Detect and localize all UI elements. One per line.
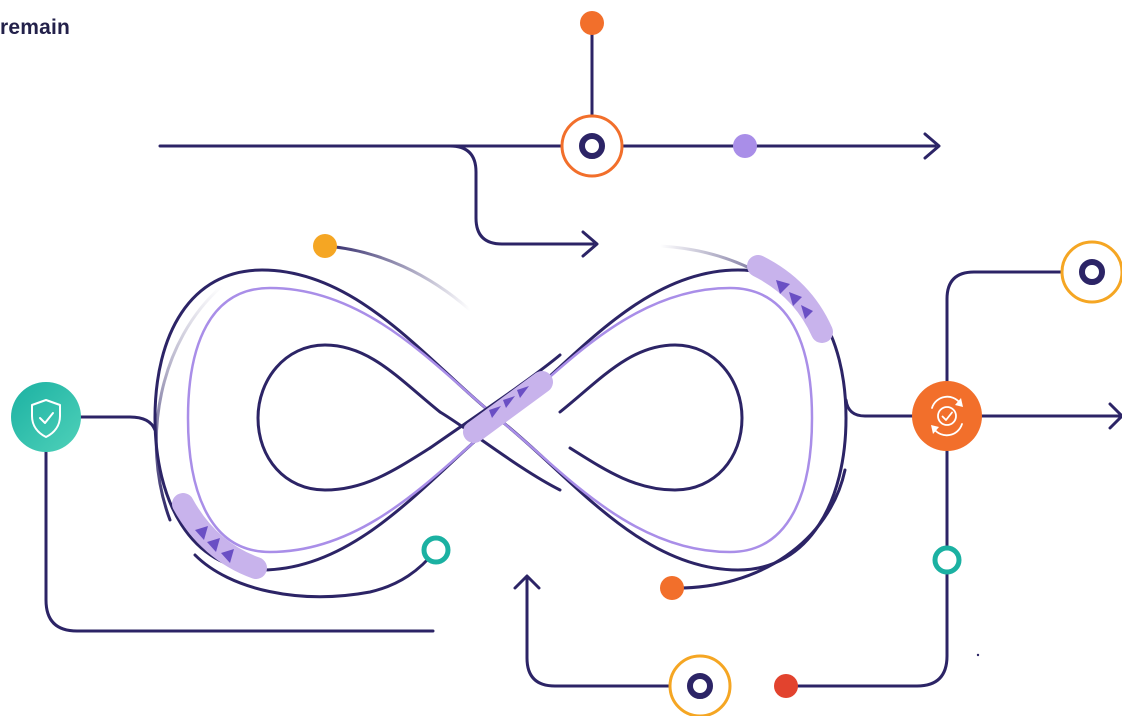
infinity-cross-b <box>438 410 562 492</box>
speck <box>976 653 980 657</box>
capsule-right-top <box>747 255 833 343</box>
left-return-line <box>44 438 435 633</box>
top-purple-dot <box>733 134 757 158</box>
chevrons-center <box>489 386 529 418</box>
orange-dot-loop <box>660 576 684 600</box>
infinity-inner-right <box>558 343 744 492</box>
right-down-branch <box>784 449 949 688</box>
branch-arrow-head-icon <box>581 230 599 258</box>
right-up-branch <box>945 270 1064 383</box>
refresh-check-icon[interactable] <box>912 381 982 451</box>
chevrons-left-bottom <box>195 526 234 563</box>
bottom-arrow-head-icon <box>513 574 541 590</box>
bottom-return-line <box>525 576 672 688</box>
chevrons-right-top <box>776 280 813 319</box>
right-connector-in <box>844 398 914 418</box>
amber-dot <box>313 234 337 258</box>
outer-arc-bottom-left <box>193 548 438 599</box>
top-target-core <box>579 133 605 159</box>
branch-line <box>448 144 595 246</box>
red-dot <box>774 674 798 698</box>
capsule-left-bottom <box>172 493 267 579</box>
top-orange-dot <box>580 11 604 35</box>
infinity-cross-a <box>428 353 562 450</box>
teal-ring-right <box>932 545 962 575</box>
heading-remain: remain <box>0 16 71 39</box>
left-connector <box>78 415 157 432</box>
outer-arc-left <box>154 284 224 522</box>
capsule-center <box>463 371 553 443</box>
bottom-target-core <box>687 673 713 699</box>
shield-check-icon[interactable] <box>11 382 81 452</box>
right-target-core <box>1079 259 1105 285</box>
teal-ring-loop <box>421 535 451 565</box>
right-arrow-head-icon <box>1108 402 1122 430</box>
top-arrow-head-icon <box>923 132 941 160</box>
infinity-inner-left <box>256 343 442 492</box>
outer-arc-bottom-right <box>670 468 847 590</box>
outer-arc-top-left <box>323 244 472 312</box>
